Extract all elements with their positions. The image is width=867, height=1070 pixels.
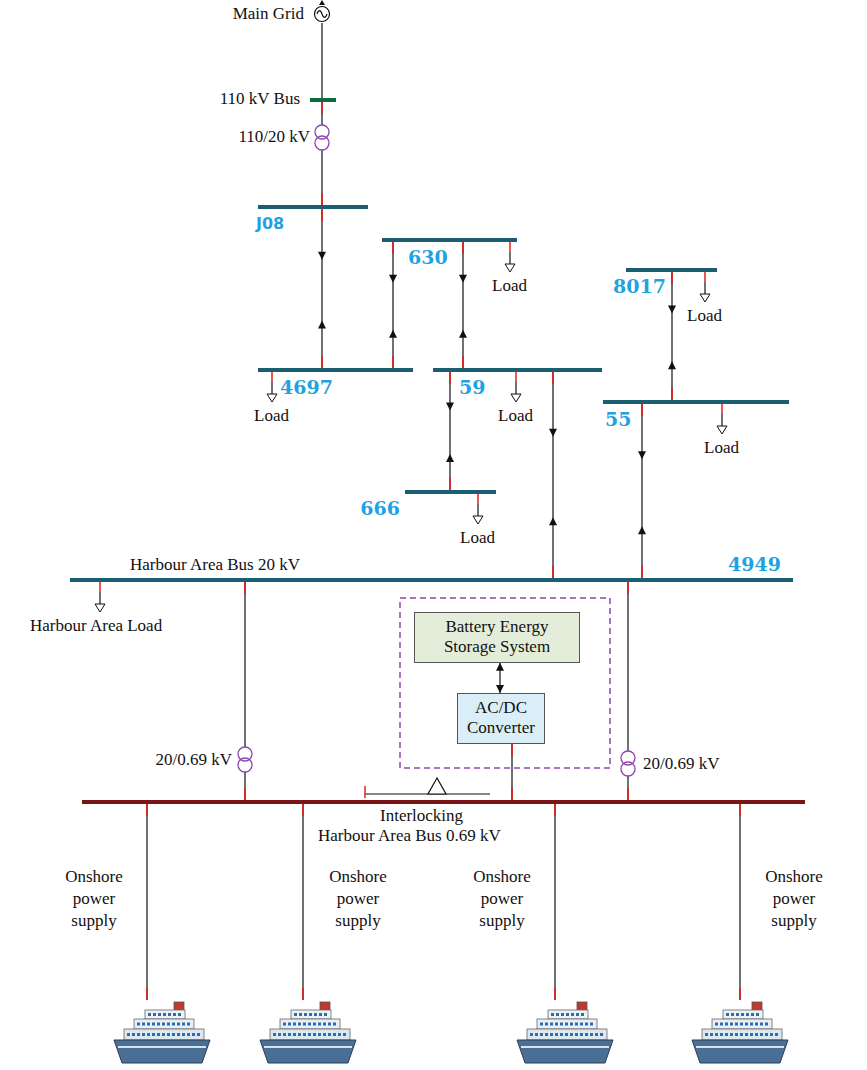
load-label: Harbour Area Load [30, 616, 162, 636]
load-label: Load [492, 276, 527, 296]
load-symbol [511, 372, 521, 402]
equipment-box: Battery Energy Storage System [414, 612, 580, 663]
bus-label: 666 [360, 497, 400, 520]
grid-feed-arrow [319, 0, 325, 5]
box-label: AC/DC Converter [464, 698, 538, 739]
ship-node: Onshore power supply [112, 1000, 212, 1065]
feeder-line [389, 242, 397, 368]
bus-label: J08 [256, 214, 284, 233]
load-symbol [473, 494, 483, 524]
transformer-label: 20/0.69 kV [156, 750, 233, 770]
feeder-line [322, 23, 323, 98]
bus-label: 55 [605, 408, 631, 431]
node-label: Onshore power supply [748, 866, 840, 932]
load-symbol [700, 272, 710, 302]
feeder-line [303, 804, 304, 1000]
bus-label: 59 [459, 376, 485, 399]
bus-label: 4697 [280, 376, 333, 399]
grid-source: Main Grid [313, 5, 331, 23]
load-symbol [95, 582, 105, 612]
feeder-line [638, 404, 646, 578]
load-label: Load [704, 438, 739, 458]
load-label: Load [460, 528, 495, 548]
busbar: 55 [603, 400, 789, 404]
load-label: Load [254, 406, 289, 426]
feeder-line [446, 372, 454, 490]
feeder-line [512, 744, 513, 800]
box-label: Battery Energy Storage System [421, 617, 573, 658]
load-label: Load [498, 406, 533, 426]
bus-label: Harbour Area Bus 20 kV [130, 555, 300, 575]
ship-node: Onshore power supply [690, 1000, 790, 1065]
load-label: Load [687, 306, 722, 326]
feeder-line [147, 804, 148, 1000]
bess-group-outline [400, 598, 610, 768]
bus-label: 110 kV Bus [220, 89, 300, 109]
feeder-line [555, 804, 556, 1000]
feeder-line [621, 582, 635, 800]
node-label: Onshore power supply [456, 866, 548, 932]
feeder-line [549, 372, 557, 578]
feeder-line [740, 804, 741, 1000]
bus-label: 630 [408, 246, 448, 269]
busbar: 666 [405, 490, 496, 494]
bus-label: Harbour Area Bus 0.69 kV [318, 826, 501, 846]
busbar: 59 [433, 368, 602, 372]
ship-node: Onshore power supply [515, 1000, 615, 1065]
feeder-line [238, 582, 252, 800]
busbar: 630 [382, 238, 517, 242]
equipment-box: AC/DC Converter [457, 693, 545, 744]
feeder-line [459, 242, 467, 368]
feeder-line [318, 209, 326, 368]
feeder-line [315, 102, 329, 205]
busbar: 8017 [626, 268, 717, 272]
node-label: Onshore power supply [48, 866, 140, 932]
busbar: Harbour Area Bus 0.69 kV [82, 800, 805, 804]
bus-label: 4949 [728, 553, 781, 576]
load-symbol [267, 372, 277, 402]
transformer-label: 110/20 kV [238, 127, 310, 147]
busbar: 4697 [258, 368, 413, 372]
interlocking-symbol [365, 778, 490, 798]
bus-label: 8017 [613, 275, 666, 298]
load-symbol [717, 404, 727, 434]
feeder-line [496, 663, 504, 693]
interlock-label: Interlocking [380, 806, 463, 826]
ship-node: Onshore power supply [258, 1000, 358, 1065]
node-label: Main Grid [233, 4, 304, 24]
busbar: 110 kV Bus [310, 98, 336, 102]
load-symbol [505, 242, 515, 272]
busbar: Harbour Area Bus 20 kV4949 [70, 578, 793, 582]
feeder-line [668, 272, 676, 400]
node-label: Onshore power supply [312, 866, 404, 932]
busbar: J08 [258, 205, 368, 209]
transformer-label: 20/0.69 kV [643, 754, 720, 774]
